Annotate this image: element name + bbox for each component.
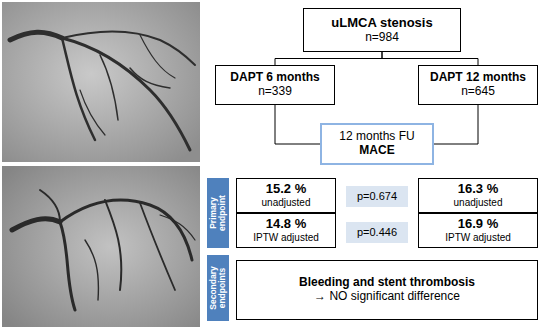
box-text: n=339 [258, 85, 292, 99]
coronary-vessels-bottom [12, 190, 195, 310]
secondary-box: Bleeding and stent thrombosis→ NO signif… [236, 260, 538, 320]
p-value-box: p=0.446 [346, 222, 408, 243]
band-label: Primary endpoint [209, 181, 227, 245]
angiogram-top [2, 2, 200, 162]
vessel [62, 32, 195, 66]
vessel [105, 200, 121, 290]
box-heading: 15.2 % [266, 182, 306, 197]
angiogram-images [0, 0, 210, 329]
box-text: IPTW adjusted [445, 232, 511, 244]
vessel [140, 35, 175, 78]
vessel [60, 200, 192, 260]
vessel [140, 203, 175, 290]
vessel [62, 38, 95, 140]
box-heading: 16.3 % [458, 182, 498, 197]
vessel [130, 68, 170, 88]
box-text: → NO significant difference [314, 290, 460, 304]
connector [275, 105, 320, 144]
box-heading: DAPT 6 months [230, 71, 319, 85]
box-text: n=984 [365, 31, 399, 45]
box-heading: Bleeding and stent thrombosis [299, 276, 475, 290]
p-value-box: p=0.674 [346, 186, 408, 207]
box-heading: p=0.674 [357, 190, 397, 203]
box-text: IPTW adjusted [253, 232, 319, 244]
band-label: Secondary endpoints [209, 258, 227, 318]
endpoint-band: Secondary endpoints [207, 255, 229, 321]
start-box: uLMCA stenosisn=984 [303, 8, 461, 52]
result-cell: 16.9 %IPTW adjusted [418, 213, 538, 248]
box-heading: 14.8 % [266, 217, 306, 232]
vessel [10, 32, 62, 40]
vessel [60, 222, 75, 310]
box-text: unadjusted [454, 197, 503, 209]
box-heading: p=0.446 [357, 226, 397, 239]
vessel [85, 240, 98, 300]
box-text: MACE [359, 144, 394, 158]
angiogram-bottom [2, 166, 200, 327]
group-box: DAPT 6 monthsn=339 [215, 65, 335, 105]
vessel [100, 55, 118, 120]
connector [275, 52, 382, 65]
vessel [12, 219, 60, 230]
vessel [62, 38, 190, 150]
connector [434, 105, 478, 144]
box-text: n=645 [461, 85, 495, 99]
followup-box: 12 months FUMACE [320, 123, 434, 165]
endpoint-band: Primary endpoint [207, 178, 229, 248]
result-cell: 15.2 %unadjusted [236, 178, 336, 213]
result-cell: 14.8 %IPTW adjusted [236, 213, 336, 248]
vessel [80, 90, 105, 135]
box-heading: 12 months FU [339, 130, 414, 144]
box-heading: 16.9 % [458, 217, 498, 232]
box-heading: uLMCA stenosis [331, 16, 432, 31]
vessel [40, 190, 60, 222]
result-cell: 16.3 %unadjusted [418, 178, 538, 213]
coronary-vessels-top [10, 32, 195, 151]
box-heading: DAPT 12 months [430, 71, 526, 85]
box-text: unadjusted [262, 197, 311, 209]
connector [382, 52, 478, 65]
group-box: DAPT 12 monthsn=645 [418, 65, 538, 105]
vessel [160, 215, 195, 240]
